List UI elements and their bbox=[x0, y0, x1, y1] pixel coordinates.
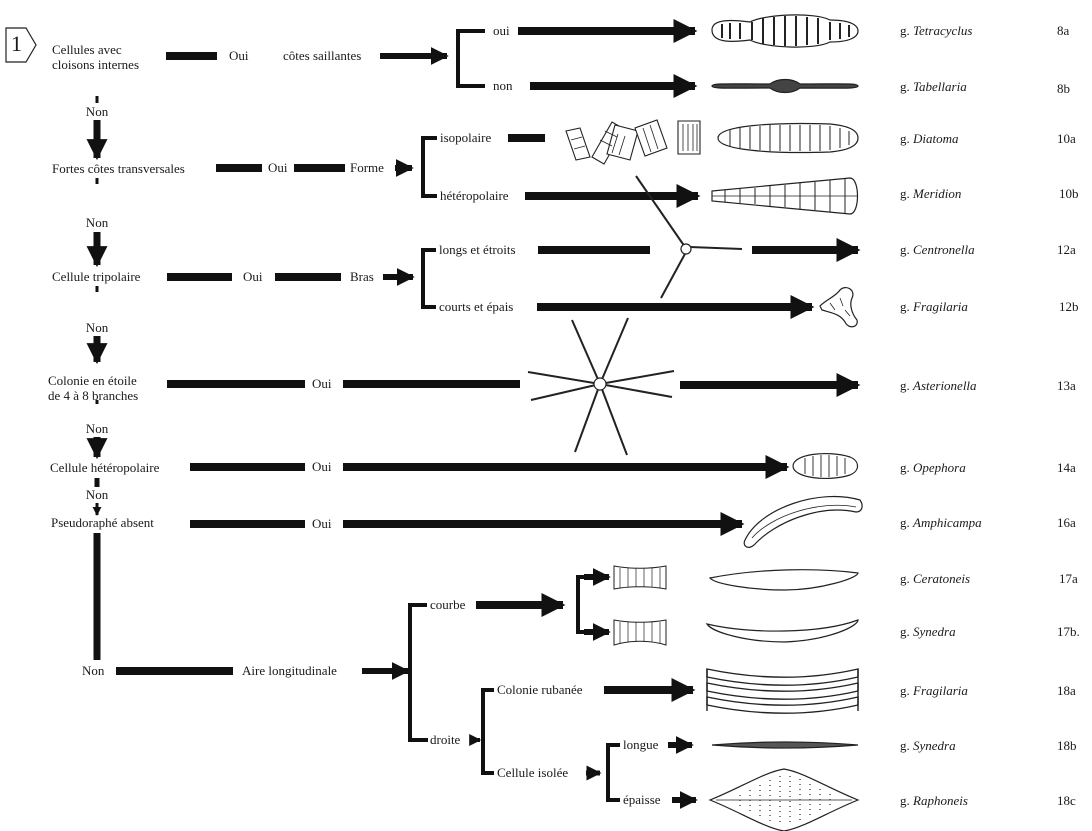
label-heteropolaire: hétéropolaire bbox=[440, 189, 509, 203]
tabellaria-illustration bbox=[712, 80, 858, 93]
label-epaisse: épaisse bbox=[623, 793, 661, 807]
oui-label: Oui bbox=[243, 270, 263, 284]
bracket-3 bbox=[423, 250, 436, 307]
non-label: Non bbox=[86, 216, 108, 230]
label-isopolaire: isopolaire bbox=[440, 131, 491, 145]
genus-label: g. Tabellaria bbox=[900, 79, 967, 95]
synedra-18b-illustration bbox=[712, 742, 858, 748]
genus-label: g. Asterionella bbox=[900, 378, 977, 394]
question-cellules-cloisons: Cellules avec cloisons internes bbox=[52, 42, 139, 72]
label-longs-etroits: longs et étroits bbox=[439, 243, 516, 257]
genus-label: g. Meridion bbox=[900, 186, 961, 202]
diatoma-chain-illustration bbox=[566, 120, 700, 164]
figure-ref: 18c bbox=[1057, 793, 1076, 809]
question-pseudoraphe: Pseudoraphé absent bbox=[51, 516, 154, 530]
figure-ref: 18b bbox=[1057, 738, 1077, 754]
label-forme: Forme bbox=[350, 161, 384, 175]
start-number: 1 bbox=[11, 31, 22, 57]
bracket-5 bbox=[578, 577, 590, 632]
label-bras: Bras bbox=[350, 270, 374, 284]
oui-label: Oui bbox=[312, 460, 332, 474]
genus-label: g. Synedra bbox=[900, 738, 956, 754]
raphoneis-illustration bbox=[710, 769, 858, 831]
genus-label: g. Synedra bbox=[900, 624, 956, 640]
question-fortes-cotes: Fortes côtes transversales bbox=[52, 162, 185, 176]
genus-label: g. Opephora bbox=[900, 460, 966, 476]
genus-label: g. Amphicampa bbox=[900, 515, 982, 531]
ceratoneis-girdle-illustration bbox=[614, 566, 666, 645]
bracket-4 bbox=[410, 605, 428, 740]
figure-ref: 12b bbox=[1059, 299, 1079, 315]
oui-label: Oui bbox=[312, 377, 332, 391]
genus-label: g. Ceratoneis bbox=[900, 571, 970, 587]
bracket-6 bbox=[483, 690, 494, 773]
figure-ref: 8b bbox=[1057, 81, 1070, 97]
question-cellule-heteropolaire: Cellule hétéropolaire bbox=[50, 461, 159, 475]
figure-ref: 10a bbox=[1057, 131, 1076, 147]
ceratoneis-illustration bbox=[710, 570, 858, 590]
figure-ref: 8a bbox=[1057, 23, 1069, 39]
non-label: Non bbox=[86, 422, 108, 436]
genus-label: g. Raphoneis bbox=[900, 793, 968, 809]
genus-label: g. Fragilaria bbox=[900, 683, 968, 699]
figure-ref: 17b. bbox=[1057, 624, 1080, 640]
label-aire-longitudinale: Aire longitudinale bbox=[242, 664, 337, 678]
question-cellule-tripolaire: Cellule tripolaire bbox=[52, 270, 140, 284]
amphicampa-illustration bbox=[744, 496, 862, 547]
figure-ref: 18a bbox=[1057, 683, 1076, 699]
bracket-1 bbox=[458, 31, 485, 86]
oui-label: Oui bbox=[229, 49, 249, 63]
non-label: Non bbox=[82, 664, 104, 678]
non-label: Non bbox=[86, 105, 108, 119]
label-cotes-saillantes: côtes saillantes bbox=[283, 49, 361, 63]
label-longue: longue bbox=[623, 738, 658, 752]
label-colonie-rubanee: Colonie rubanée bbox=[497, 683, 583, 697]
genus-label: g. Fragilaria bbox=[900, 299, 968, 315]
figure-ref: 14a bbox=[1057, 460, 1076, 476]
figure-ref: 10b bbox=[1059, 186, 1079, 202]
bracket-2 bbox=[423, 138, 437, 196]
genus-label: g. Centronella bbox=[900, 242, 975, 258]
fragilaria-18a-illustration bbox=[707, 669, 858, 713]
label-non-lower: non bbox=[493, 79, 513, 93]
genus-label: g. Diatoma bbox=[900, 131, 959, 147]
oui-label: Oui bbox=[312, 517, 332, 531]
synedra-17b-illustration bbox=[707, 620, 858, 642]
fragilaria-12b-illustration bbox=[820, 288, 857, 327]
question-colonie-etoile: Colonie en étoile de 4 à 8 branches bbox=[48, 373, 138, 403]
figure-ref: 16a bbox=[1057, 515, 1076, 531]
figure-ref: 12a bbox=[1057, 242, 1076, 258]
non-label: Non bbox=[86, 488, 108, 502]
genus-label: g. Tetracyclus bbox=[900, 23, 972, 39]
oui-label: Oui bbox=[268, 161, 288, 175]
asterionella-illustration bbox=[528, 318, 674, 455]
tetracyclus-illustration bbox=[712, 15, 858, 47]
label-cellule-isolee: Cellule isolée bbox=[497, 766, 568, 780]
figure-ref: 17a bbox=[1059, 571, 1078, 587]
meridion-illustration bbox=[712, 178, 858, 214]
label-droite: droite bbox=[430, 733, 460, 747]
bracket-7 bbox=[608, 745, 620, 800]
figure-ref: 13a bbox=[1057, 378, 1076, 394]
label-courts-epais: courts et épais bbox=[439, 300, 513, 314]
diatoma-illustration bbox=[718, 124, 858, 153]
label-courbe: courbe bbox=[430, 598, 465, 612]
non-label: Non bbox=[86, 321, 108, 335]
opephora-illustration bbox=[793, 454, 858, 479]
label-oui-lower: oui bbox=[493, 24, 510, 38]
